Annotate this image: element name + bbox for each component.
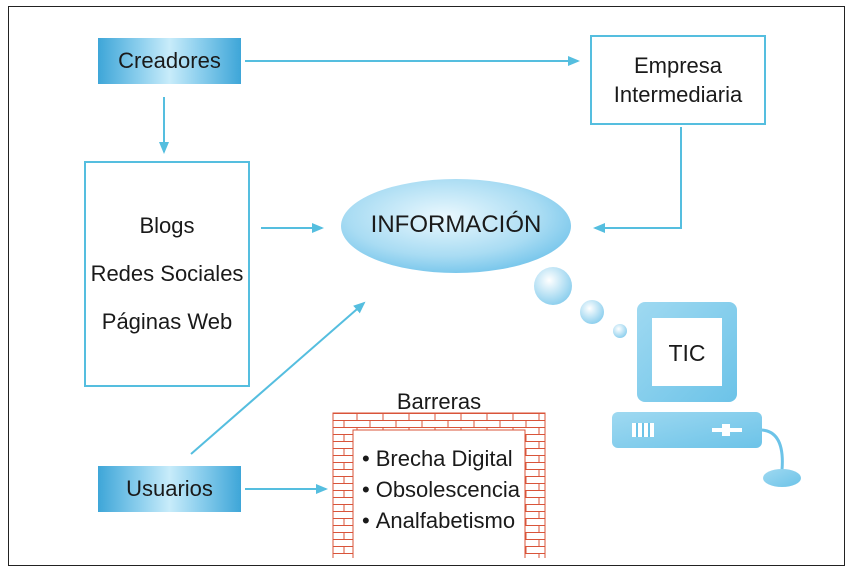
- information-label: INFORMACIÓN: [370, 211, 542, 238]
- channel-social-networks: Redes Sociales: [90, 261, 244, 286]
- information-bubble: [341, 179, 571, 273]
- tic-label: TIC: [668, 340, 706, 366]
- barriers-title: Barreras: [396, 389, 482, 414]
- arrow-intermediary-to-information: [593, 127, 682, 233]
- channel-web-pages: Páginas Web: [101, 309, 233, 334]
- thought-bubble-medium: [580, 300, 604, 324]
- intermediary-node: Empresa Intermediaria: [590, 35, 766, 125]
- intermediary-label-line1: Empresa: [633, 53, 723, 78]
- channel-blogs: Blogs: [139, 213, 195, 238]
- creators-node: Creadores: [98, 38, 241, 84]
- barrier-obsolescence: Obsolescencia: [362, 474, 520, 505]
- arrow-users-to-information: [190, 301, 366, 455]
- barriers-list: Brecha Digital Obsolescencia Analfabetis…: [362, 443, 520, 536]
- intermediary-label-line2: Intermediaria: [613, 82, 743, 107]
- channels-box: Blogs Redes Sociales Páginas Web: [84, 161, 250, 387]
- thought-bubble-large: [534, 267, 572, 305]
- barrier-illiteracy: Analfabetismo: [362, 505, 520, 536]
- barrier-wall: [332, 412, 546, 558]
- computer-icon: [612, 302, 801, 487]
- barrier-digital-gap: Brecha Digital: [362, 443, 520, 474]
- thought-bubble-small: [613, 324, 627, 338]
- users-node: Usuarios: [98, 466, 241, 512]
- creators-label: Creadores: [118, 48, 221, 73]
- users-label: Usuarios: [126, 476, 213, 501]
